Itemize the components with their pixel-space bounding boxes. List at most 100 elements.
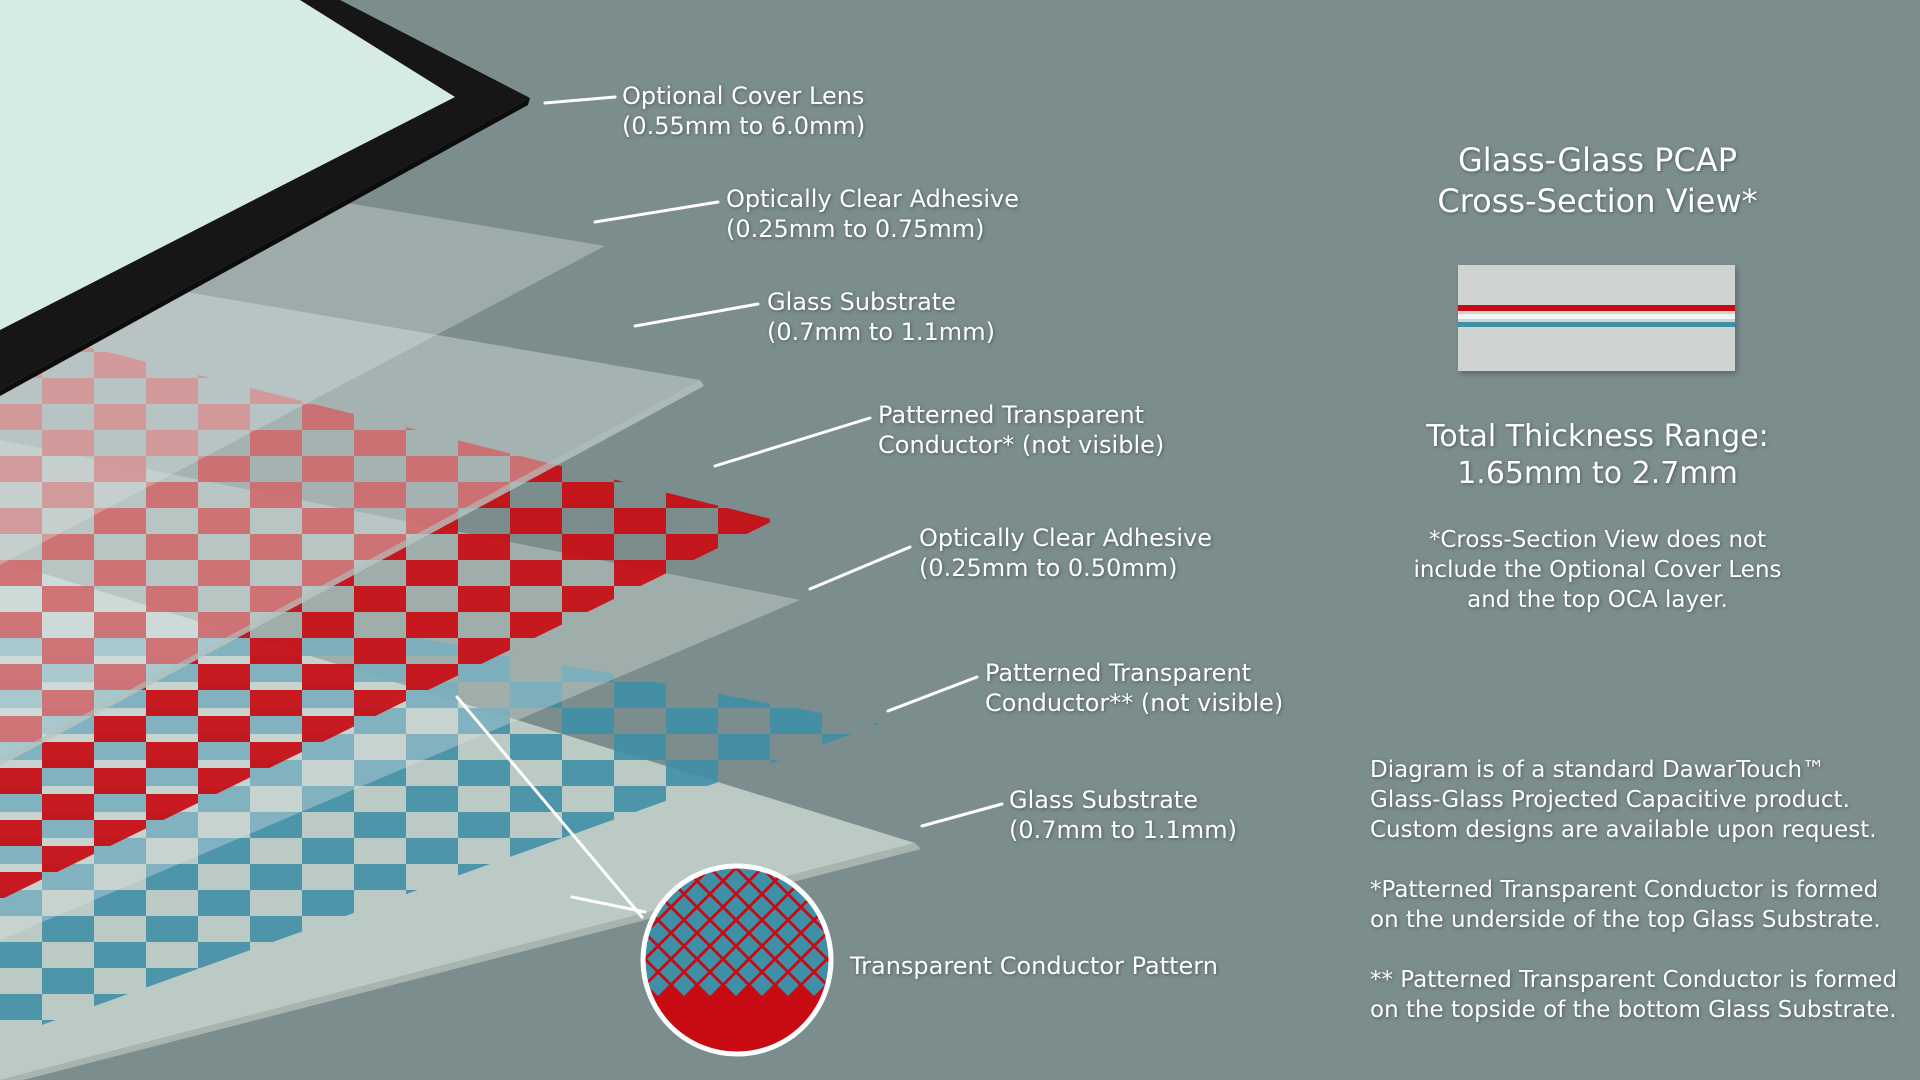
conductor-cell-red <box>94 404 146 430</box>
conductor-cell-red <box>718 560 770 586</box>
magnifier-diamond <box>803 948 825 970</box>
conductor-cell-blue <box>874 760 880 786</box>
conductor-cell-red <box>666 482 718 508</box>
conductor-cell-red <box>94 560 146 586</box>
magnifier-diamond <box>881 896 903 918</box>
conductor-cell-blue <box>354 760 406 786</box>
conductor-cell-blue <box>770 760 822 786</box>
swatch-blue-conductor-line <box>1458 322 1735 327</box>
conductor-cell-red <box>562 326 614 352</box>
callout-title: Patterned Transparent <box>878 401 1145 429</box>
magnifier-diamond <box>816 961 829 983</box>
conductor-cell-blue <box>874 708 880 734</box>
magnifier-diamond <box>790 909 812 931</box>
conductor-cell-blue <box>0 942 42 968</box>
note-line: ** Patterned Transparent Conductor is fo… <box>1370 967 1898 993</box>
conductor-cell-blue <box>562 1020 614 1040</box>
conductor-cell-blue <box>822 994 874 1020</box>
conductor-cell-blue <box>42 968 94 994</box>
conductor-cell-blue <box>146 916 198 942</box>
magnifier-diamond <box>738 883 760 905</box>
product-notes: Diagram is of a standard DawarTouch™ Gla… <box>1370 755 1910 1055</box>
note-standard-product: Diagram is of a standard DawarTouch™ Gla… <box>1370 755 1910 845</box>
callout-spec: Conductor* (not visible) <box>878 431 1165 459</box>
conductor-cell-red <box>198 508 250 534</box>
conductor-cell-blue <box>354 864 406 890</box>
magnifier-diamond <box>725 948 747 970</box>
magnifier-diamond <box>738 868 760 879</box>
conductor-cell-red <box>250 482 302 508</box>
magnifier-diamond <box>868 909 890 931</box>
magnifier-diamond <box>842 883 864 905</box>
conductor-cell-red <box>666 430 718 456</box>
magnifier-diamond <box>686 909 708 931</box>
label-glass-substrate-top: Glass Substrate (0.7mm to 1.1mm) <box>767 287 995 347</box>
conductor-cell-red <box>718 508 770 534</box>
conductor-cell-red <box>42 742 94 768</box>
magnifier-diamond <box>725 974 747 996</box>
conductor-cell-blue <box>562 968 614 994</box>
total-thickness-range: Total Thickness Range: 1.65mm to 2.7mm <box>1365 418 1830 492</box>
magnifier-diamond <box>777 948 799 970</box>
note-bottom-conductor: ** Patterned Transparent Conductor is fo… <box>1370 965 1910 1025</box>
callout-title: Optically Clear Adhesive <box>919 524 1213 552</box>
conductor-cell-blue <box>510 994 562 1020</box>
conductor-cell-red <box>146 482 198 508</box>
conductor-cell-red <box>666 326 718 352</box>
magnifier-diamond <box>660 935 682 957</box>
conductor-cell-blue <box>250 812 302 838</box>
conductor-cell-red <box>42 534 94 560</box>
conductor-cell-red <box>250 430 302 456</box>
callout-title: Optional Cover Lens <box>622 82 865 110</box>
conductor-cell-red <box>0 404 42 430</box>
conductor-cell-red <box>354 638 406 664</box>
magnifier-diamond <box>829 922 851 944</box>
label-optically-clear-adhesive-middle: Optically Clear Adhesive (0.25mm to 0.50… <box>919 523 1212 583</box>
magnifier-diamond <box>829 870 851 892</box>
magnifier-diamond <box>673 896 695 918</box>
magnifier-diamond <box>738 961 760 983</box>
conductor-cell-blue <box>822 890 874 916</box>
note-line: Glass-Glass Projected Capacitive product… <box>1370 787 1850 813</box>
note-line: and the top OCA layer. <box>1467 587 1728 613</box>
conductor-cell-red <box>0 768 42 794</box>
magnifier-diamond <box>725 896 747 918</box>
callout-title: Patterned Transparent <box>985 659 1252 687</box>
conductor-cell-blue <box>458 812 510 838</box>
conductor-cell-red <box>354 482 406 508</box>
conductor-cell-red <box>198 716 250 742</box>
conductor-cell-blue <box>354 1072 406 1080</box>
magnifier-diamond <box>647 922 669 944</box>
note-line: Custom designs are available upon reques… <box>1370 817 1877 843</box>
thickness-value: 1.65mm to 2.7mm <box>1457 456 1738 491</box>
conductor-cell-blue <box>458 1072 510 1080</box>
magnifier-diamond <box>699 896 721 918</box>
conductor-cell-blue <box>146 864 198 890</box>
note-line: Diagram is of a standard DawarTouch™ <box>1370 757 1826 783</box>
magnifier-diamond <box>764 935 786 957</box>
magnifier-diamond <box>764 883 786 905</box>
conductor-cell-red <box>302 508 354 534</box>
conductor-cell-red <box>146 742 198 768</box>
conductor-cell-blue <box>822 1046 874 1072</box>
magnifier-diamond <box>647 948 669 970</box>
conductor-cell-red <box>0 664 42 690</box>
conductor-cell-red <box>42 690 94 716</box>
conductor-cell-red <box>0 716 42 742</box>
conductor-cell-red <box>614 456 666 482</box>
label-patterned-conductor-top: Patterned Transparent Conductor* (not vi… <box>878 400 1164 460</box>
callout-spec: (0.25mm to 0.50mm) <box>919 554 1178 582</box>
callout-title: Glass Substrate <box>767 288 956 316</box>
magnifier-diamond <box>816 935 829 957</box>
conductor-cell-red <box>0 560 42 586</box>
magnifier-diamond <box>699 974 721 996</box>
conductor-cell-blue <box>354 1020 406 1040</box>
conductor-cell-red <box>42 378 94 404</box>
conductor-cell-blue <box>770 656 822 682</box>
optional-cover-lens-layer <box>0 0 530 396</box>
conductor-cell-red <box>510 508 562 534</box>
conductor-cell-red <box>718 456 770 482</box>
magnifier-diamond <box>881 870 903 892</box>
magnifier-diamond <box>673 922 695 944</box>
conductor-cell-red <box>354 430 406 456</box>
